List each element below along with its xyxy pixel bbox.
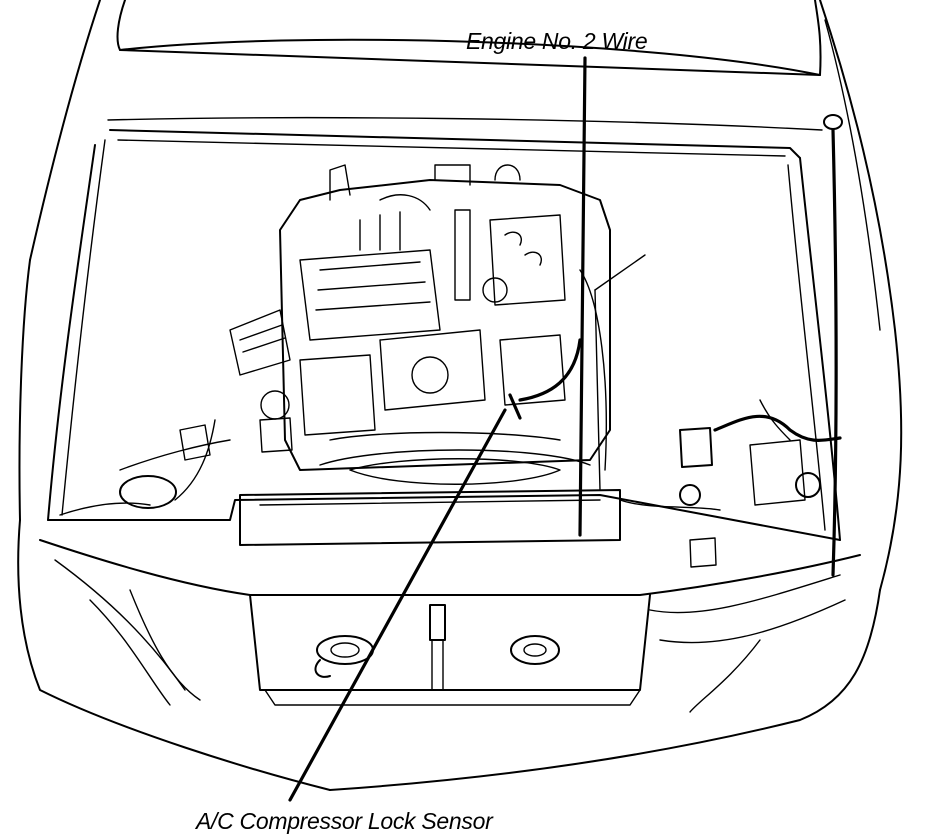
right-side-components xyxy=(619,399,821,568)
engine-no2-wire-leader xyxy=(578,56,587,537)
intake-duct xyxy=(579,254,646,491)
radiator-support xyxy=(239,449,621,546)
front-bumper xyxy=(17,519,881,791)
engine-no2-wire-harness xyxy=(508,338,842,442)
hood xyxy=(29,0,903,591)
callout-leaders xyxy=(288,56,587,802)
horns xyxy=(314,604,560,691)
hood-prop-rod xyxy=(823,114,843,577)
ac-compressor-lock-sensor-label: A/C Compressor Lock Sensor xyxy=(196,808,493,834)
ac-compressor-lock-sensor-leader xyxy=(288,408,507,802)
engine-block xyxy=(229,164,611,471)
left-side-components xyxy=(59,419,231,516)
engine-no2-wire-label: Engine No. 2 Wire xyxy=(466,28,648,54)
